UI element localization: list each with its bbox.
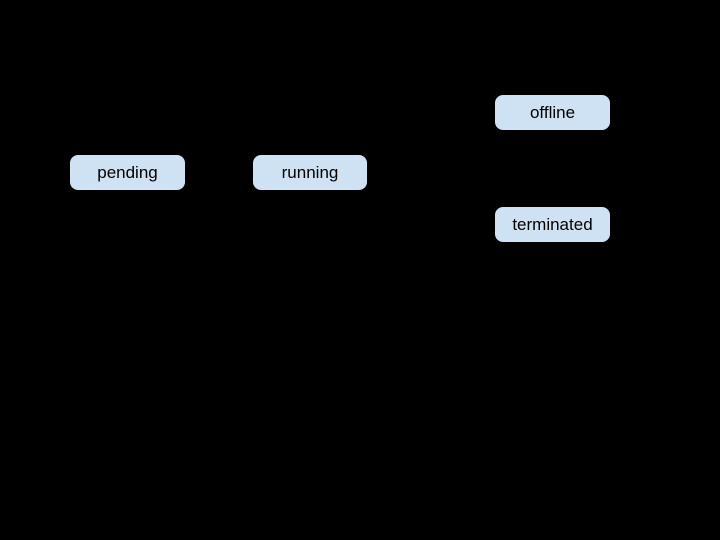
state-label-offline: offline (529, 103, 576, 122)
state-node-offline: offline (495, 95, 610, 130)
state-label-pending: pending (97, 163, 158, 182)
state-label-terminated: terminated (512, 215, 593, 234)
state-node-terminated: terminated (495, 207, 610, 242)
state-node-pending: pending (70, 155, 185, 190)
state-node-running: running (253, 155, 367, 190)
state-label-running: running (281, 163, 339, 182)
